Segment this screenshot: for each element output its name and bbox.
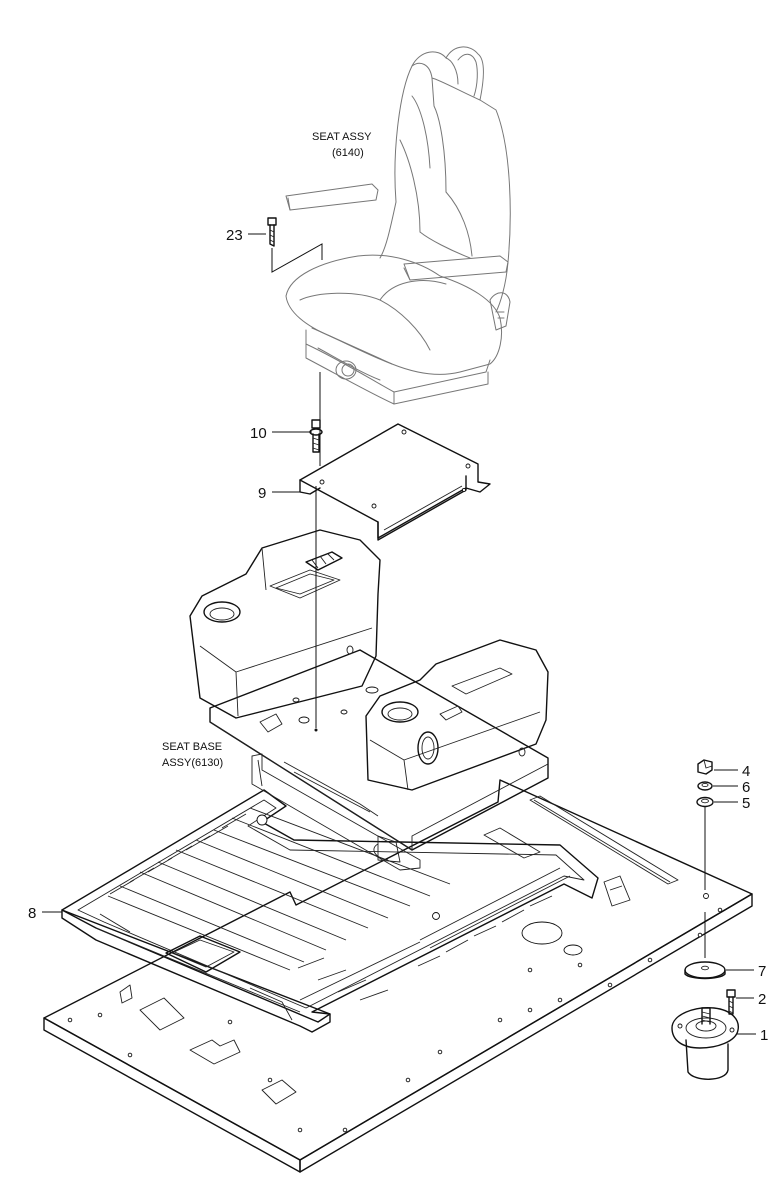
floor-plate-holes: [67, 893, 723, 1133]
bolt-23-path: [271, 243, 323, 273]
washer-6: [697, 781, 713, 791]
callout-10: 10: [250, 425, 267, 442]
seat-base-code: ASSY(6130): [162, 757, 223, 769]
callout-23: 23: [226, 227, 243, 244]
damper-mount-1: [671, 1007, 739, 1080]
floor-opening-large: [521, 921, 563, 945]
floor-plate: [43, 779, 753, 1173]
callout-5: 5: [742, 795, 750, 812]
callout-6: 6: [742, 779, 750, 796]
callout-1: 1: [760, 1027, 768, 1044]
nut-4: [697, 759, 713, 775]
callout-9: 9: [258, 485, 266, 502]
callout-7: 7: [758, 963, 766, 980]
mat-recess: [165, 935, 241, 973]
leader-lines: [42, 233, 756, 1035]
seat-assy-code: (6140): [332, 147, 364, 159]
callout-numbers: 23 10 9 8 4 6 5 7 2 1: [28, 227, 768, 1044]
seat-assembly: [285, 46, 511, 405]
bolt-2: [726, 989, 736, 1015]
assembly-labels: SEAT ASSY (6140) SEAT BASE ASSY(6130): [162, 131, 372, 769]
callout-8: 8: [28, 905, 36, 922]
callout-2: 2: [758, 991, 766, 1008]
seat-mount-bracket: [299, 423, 491, 541]
plate-7: [684, 961, 726, 980]
callout-4: 4: [742, 763, 750, 780]
seat-base-assembly: [189, 529, 549, 871]
bolt-23: [267, 217, 277, 247]
console-switches: [305, 551, 343, 571]
floor-opening-small: [563, 944, 583, 956]
seat-assy-label: SEAT ASSY: [312, 131, 372, 143]
washer-5: [696, 796, 714, 808]
mat-grooves: [107, 807, 571, 1001]
seat-base-label: SEAT BASE: [162, 741, 222, 753]
floor-mat: [61, 789, 599, 1033]
